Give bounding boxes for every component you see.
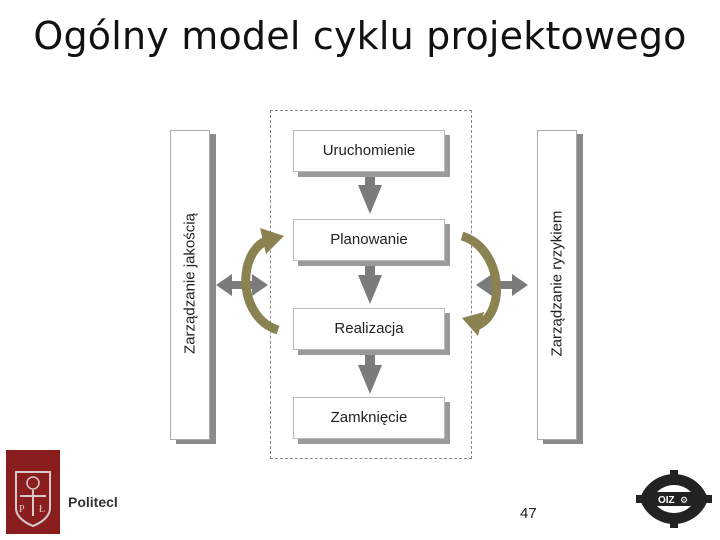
svg-text:P: P [19, 504, 25, 515]
university-crest-logo: P Ł [6, 450, 60, 534]
down-arrow-1 [358, 173, 382, 214]
phase-box-closure: Zamknięcie [293, 397, 445, 439]
right-double-arrow [476, 274, 528, 296]
svg-text:Ł: Ł [39, 504, 45, 515]
oiz-gear-logo: OIZ ⚙ [634, 470, 714, 528]
page-number: 47 [520, 505, 537, 522]
phase-box-initiation: Uruchomienie [293, 130, 445, 172]
phase-box-planning: Planowanie [293, 219, 445, 261]
right-curved-arrow [460, 231, 501, 336]
phase-box-execution: Realizacja [293, 308, 445, 350]
svg-text:⚙: ⚙ [680, 495, 688, 505]
risk-management-bar [537, 130, 577, 440]
phase-container [270, 110, 472, 459]
down-arrow-2 [358, 263, 382, 304]
slide-title: Ogólny model cyklu projektowego [33, 14, 687, 58]
university-name-logo: Politecl [68, 494, 118, 510]
oiz-logo-text: OIZ [658, 495, 675, 506]
quality-management-bar [170, 130, 210, 440]
down-arrow-3 [358, 353, 382, 394]
left-curved-arrow [241, 228, 284, 335]
